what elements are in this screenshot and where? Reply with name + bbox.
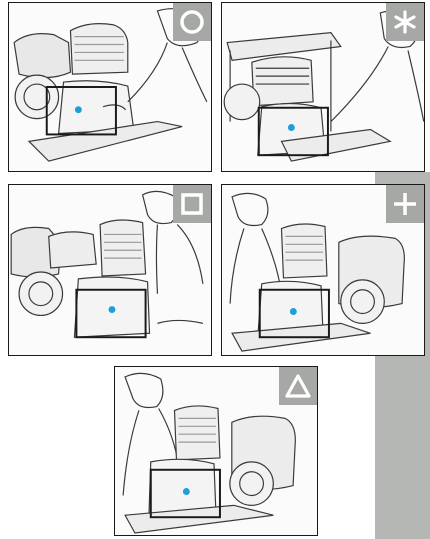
badge-plus — [386, 185, 424, 223]
square-panel — [8, 184, 212, 356]
triangle-panel — [114, 366, 318, 536]
badge-triangle — [279, 367, 317, 405]
location-dot — [288, 124, 295, 131]
square-icon — [178, 190, 206, 218]
location-dot — [183, 488, 190, 495]
star-icon — [391, 8, 419, 36]
triangle-icon — [284, 372, 312, 400]
star-panel — [221, 2, 425, 172]
location-dot — [75, 106, 82, 113]
location-dot — [290, 308, 297, 315]
badge-square — [173, 185, 211, 223]
location-dot — [109, 306, 116, 313]
plus-icon — [391, 190, 419, 218]
circle-icon — [178, 8, 206, 36]
badge-circle — [173, 3, 211, 41]
plus-panel — [221, 184, 425, 356]
badge-star — [386, 3, 424, 41]
circle-panel — [8, 2, 212, 172]
